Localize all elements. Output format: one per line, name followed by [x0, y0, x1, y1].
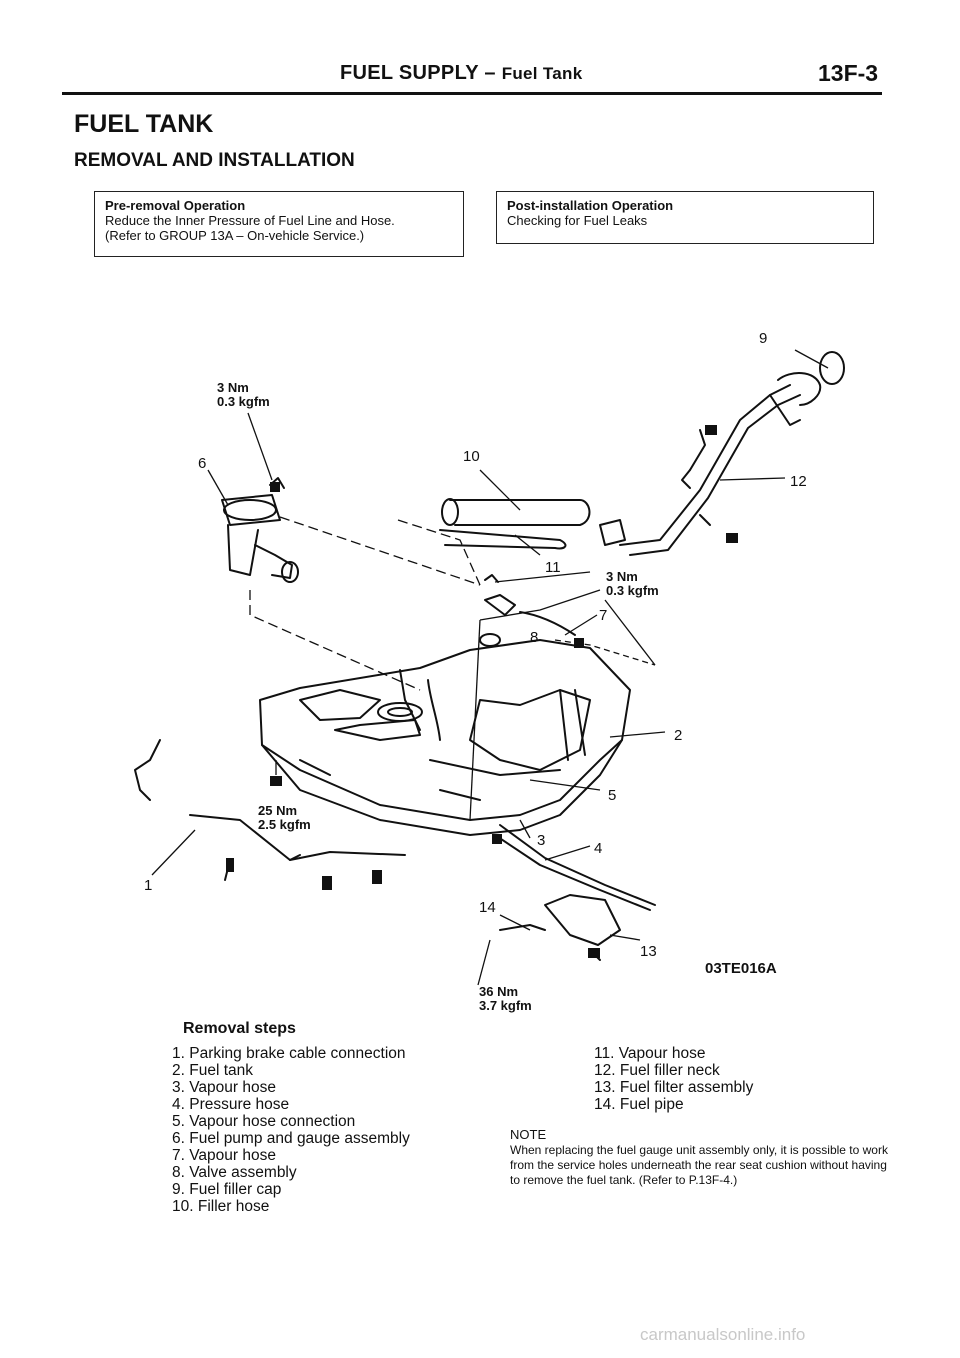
list-item: 3. Vapour hose [172, 1079, 276, 1096]
callout-8: 8 [530, 629, 538, 646]
list-item: 1. Parking brake cable connection [172, 1045, 406, 1062]
callout-4: 4 [594, 840, 602, 857]
pre-removal-title: Pre-removal Operation [105, 198, 246, 213]
note-label: NOTE [510, 1127, 547, 1142]
removal-steps-col1: 1. Parking brake cable connection 2. Fue… [172, 1045, 410, 1215]
pre-removal-box: Pre-removal Operation Reduce the Inner P… [94, 191, 464, 257]
list-item: 12. Fuel filler neck [594, 1062, 720, 1079]
bolt-icon [372, 870, 382, 884]
valve-drawing [479, 574, 576, 647]
list-item: 10. Filler hose [172, 1198, 270, 1215]
fastener-icons [226, 425, 738, 958]
post-installation-line: Checking for Fuel Leaks [507, 213, 648, 228]
torque-nm: 36 Nm [479, 984, 518, 999]
callout-12: 12 [790, 473, 807, 490]
leader-lines [151, 349, 829, 986]
callout-labels: 1 2 3 4 5 6 7 8 9 10 11 12 13 14 [144, 330, 807, 960]
page-number: 13F-3 [818, 60, 879, 86]
torque-kgfm: 2.5 kgfm [258, 817, 311, 832]
fuel-pump-drawing [221, 477, 299, 583]
callout-1: 1 [144, 877, 152, 894]
post-installation-box: Post-installation Operation Checking for… [496, 191, 874, 244]
pre-removal-line: Reduce the Inner Pressure of Fuel Line a… [105, 213, 395, 228]
header-rule [62, 92, 882, 95]
watermark: carmanualsonline.info [640, 1325, 806, 1344]
header-subtitle: Fuel Tank [501, 64, 583, 83]
header-title: FUEL SUPPLY – Fuel Tank [340, 62, 583, 84]
callout-5: 5 [608, 787, 616, 804]
torque-nm: 25 Nm [258, 803, 297, 818]
bolt-icon [322, 876, 332, 890]
list-item: 13. Fuel filter assembly [594, 1079, 754, 1096]
page-header: FUEL SUPPLY – Fuel Tank 13F-3 [0, 58, 960, 98]
torque-labels: 3 Nm 0.3 kgfm 3 Nm 0.3 kgfm 25 Nm 2.5 kg… [217, 380, 659, 1013]
figure-code: 03TE016A [705, 960, 777, 977]
removal-steps-col2: 11. Vapour hose 12. Fuel filler neck 13.… [594, 1045, 753, 1113]
clip-icon [574, 638, 584, 648]
torque-nm: 3 Nm [606, 569, 638, 584]
list-item: 6. Fuel pump and gauge assembly [172, 1130, 410, 1147]
pre-removal-line: (Refer to GROUP 13A – On-vehicle Service… [105, 228, 365, 243]
filler-neck-drawing [619, 351, 845, 556]
fuel-pipe-drawing [494, 824, 656, 961]
callout-13: 13 [640, 943, 657, 960]
torque-kgfm: 3.7 kgfm [479, 998, 532, 1013]
bolt-icon [705, 425, 717, 435]
bolt-icon [226, 858, 234, 872]
clip-icon [492, 834, 502, 844]
callout-9: 9 [759, 330, 767, 347]
callout-3: 3 [537, 832, 545, 849]
list-item: 2. Fuel tank [172, 1062, 253, 1079]
callout-2: 2 [674, 727, 682, 744]
fuel-tank-drawing [259, 639, 631, 836]
list-item: 4. Pressure hose [172, 1096, 290, 1113]
list-item: 14. Fuel pipe [594, 1096, 684, 1113]
section-subheading: REMOVAL AND INSTALLATION [74, 150, 355, 171]
list-item: 11. Vapour hose [594, 1045, 706, 1062]
callout-7: 7 [599, 607, 607, 624]
list-item: 5. Vapour hose connection [172, 1113, 356, 1130]
list-item: 9. Fuel filler cap [172, 1181, 282, 1198]
nut-icon [270, 482, 280, 492]
torque-nm: 3 Nm [217, 380, 249, 395]
callout-6: 6 [198, 455, 206, 472]
bolt-icon [270, 776, 282, 786]
bolt-icon [726, 533, 738, 543]
removal-steps-title: Removal steps [183, 1020, 296, 1037]
list-item: 7. Vapour hose [172, 1147, 276, 1164]
bolt-icon [588, 948, 600, 958]
torque-kgfm: 0.3 kgfm [606, 583, 659, 598]
list-item: 8. Valve assembly [172, 1164, 297, 1181]
note-text: When replacing the fuel gauge unit assem… [510, 1143, 888, 1187]
post-installation-title: Post-installation Operation [507, 198, 674, 213]
callout-11: 11 [545, 559, 561, 576]
filler-hose-drawing [439, 498, 626, 550]
section-heading: FUEL TANK [74, 110, 214, 138]
callout-14: 14 [479, 899, 496, 916]
callout-10: 10 [463, 448, 480, 465]
torque-kgfm: 0.3 kgfm [217, 394, 270, 409]
